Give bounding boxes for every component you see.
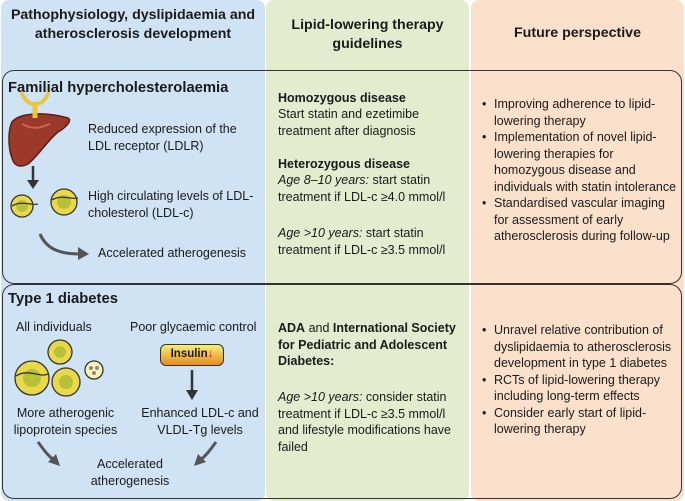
atherogenic-species-text: More atherogenic lipoprotein species	[13, 406, 118, 437]
fh-section-box	[2, 70, 682, 284]
homozygous-title: Homozygous disease	[278, 91, 406, 105]
ada-label: ADA	[278, 321, 306, 335]
age-8-10-text: start statin treatment if LDL-c ≥4.0 mmo…	[278, 173, 446, 204]
t1d-age-label: Age >10 years:	[278, 390, 363, 404]
t1d-guideline-text: Age >10 years: consider statin treatment…	[278, 389, 464, 455]
heterozygous-title: Heterozygous disease	[278, 157, 410, 171]
fh-title: Familial hypercholesterolaemia	[8, 80, 229, 96]
insulin-down-arrow-icon: ↓	[207, 348, 214, 360]
all-individuals-label: All individuals	[16, 320, 92, 334]
arrow-icon	[38, 233, 89, 260]
fh-accelerated-text: Accelerated atherogenesis	[98, 246, 247, 260]
ispad-label: International Society for Pediatric and …	[278, 321, 456, 368]
lipoprotein-particle-icon	[14, 339, 104, 397]
poor-glycaemic-label: Poor glycaemic control	[130, 320, 257, 334]
guidelines-header: Lipid-lowering therapy guidelines	[291, 17, 444, 52]
list-item: Improving adherence to lipid-lowering th…	[481, 96, 677, 129]
liver-icon	[8, 113, 71, 167]
t1d-title: Type 1 diabetes	[8, 291, 118, 307]
pathophysiology-header: Pathophysiology, dyslipidaemia and ather…	[10, 7, 256, 42]
arrow-icon	[27, 166, 39, 189]
age-over-10-label: Age >10 years:	[278, 226, 363, 240]
heterozygous-age-over-10: Age >10 years: start statin treatment if…	[278, 225, 463, 258]
lipoprotein-particle-icon	[10, 188, 79, 218]
fh-future-list: Improving adherence to lipid-lowering th…	[481, 96, 677, 245]
list-item: RCTs of lipid-lowering therapy including…	[481, 372, 677, 405]
t1d-section-box	[2, 284, 682, 499]
t1d-guideline-body: consider statin treatment if LDL-c ≥3.5 …	[278, 390, 452, 454]
fh-high-ldl-text: High circulating levels of LDL-cholester…	[88, 189, 254, 220]
insulin-box: Insulin↓	[160, 344, 224, 366]
enhanced-levels-text: Enhanced LDL-c and VLDL-Tg levels	[141, 406, 259, 437]
list-item: Consider early start of lipid-lowering t…	[481, 405, 677, 438]
arrow-icon	[186, 370, 198, 400]
ada-ispad-heading: ADA and International Society for Pediat…	[278, 320, 464, 370]
list-item: Unravel relative contribution of dyslipi…	[481, 322, 677, 372]
heterozygous-age-8-10: Age 8–10 years: start statin treatment i…	[278, 172, 463, 205]
and-label: and	[305, 321, 333, 335]
list-item: Implementation of novel lipid-lowering t…	[481, 129, 677, 195]
guidelines-column	[266, 0, 469, 501]
age-8-10-label: Age 8–10 years:	[278, 173, 370, 187]
future-header: Future perspective	[514, 25, 641, 41]
homozygous-text: Start statin and ezetimibe treatment aft…	[278, 107, 420, 138]
ldl-receptor-icon	[20, 92, 50, 118]
fh-reduced-ldlr-text: Reduced expression of the LDL receptor (…	[88, 122, 237, 153]
arrow-icon	[194, 441, 218, 466]
pathophysiology-column	[1, 0, 265, 501]
t1d-accelerated-text: Accelerated atherogenesis	[90, 457, 170, 488]
age-over-10-text: start statin treatment if LDL-c ≥3.5 mmo…	[278, 226, 446, 257]
arrow-icon	[36, 441, 60, 466]
t1d-future-list: Unravel relative contribution of dyslipi…	[481, 322, 677, 438]
insulin-label: Insulin	[170, 348, 208, 360]
list-item: Standardised vascular imaging for assess…	[481, 195, 677, 245]
